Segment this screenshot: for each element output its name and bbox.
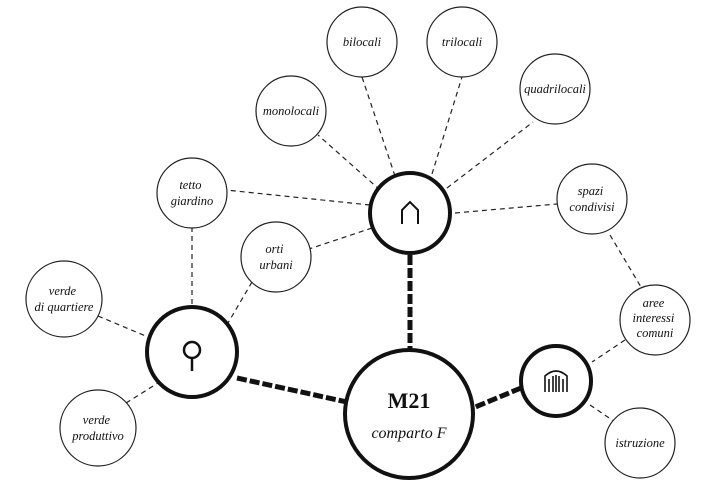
hub-nodes [145, 171, 593, 480]
main-connectors [236, 255, 522, 411]
connector-housing-quadrilocali [446, 121, 534, 189]
connector-verdeq-green [97, 315, 149, 338]
node-istruzione [604, 407, 676, 479]
node-monolocali [255, 75, 327, 147]
hub-green [145, 305, 239, 399]
node-spazi [556, 163, 628, 235]
label-aree-interessi-comuni: aree interessi comuni [632, 296, 677, 340]
node-tetto [156, 157, 228, 229]
connector-housing-orti [305, 227, 373, 251]
link-services-center [472, 385, 522, 411]
center-node [343, 348, 475, 480]
label-istruzione: istruzione [615, 436, 665, 450]
tree-icon [182, 340, 202, 371]
label-verde-produttivo: verde produttivo [71, 413, 124, 443]
link-green-center [236, 375, 348, 405]
connector-housing-trilocali [431, 76, 463, 175]
node-orti [240, 221, 312, 293]
center-subtitle: comparto F [371, 425, 446, 442]
label-monolocali: monolocali [263, 104, 320, 118]
connector-housing-bilocali [361, 76, 396, 177]
connector-spazi-aree [609, 234, 642, 288]
node-bilocali [326, 6, 398, 78]
label-spazi-condivisi: spazi condivisi [569, 184, 615, 214]
building-columns-icon [544, 370, 568, 392]
connector-orti-green [227, 281, 253, 324]
node-trilocali [426, 6, 498, 78]
hub-housing [368, 171, 452, 255]
center-title: M21 [388, 388, 431, 413]
label-trilocali: trilocali [442, 35, 483, 49]
node-verde-quartiere [25, 260, 103, 338]
label-verde-di-quartiere: verde di quartiere [35, 284, 94, 314]
connector-aree-services [591, 339, 626, 363]
connector-housing-spazi [454, 203, 558, 214]
connector-housing-monolocali [317, 134, 381, 191]
label-quadrilocali: quadrilocali [524, 82, 586, 96]
label-bilocali: bilocali [343, 35, 382, 49]
node-verde-produttivo [59, 389, 137, 467]
house-outline-icon [401, 200, 419, 224]
leaf-nodes [25, 6, 691, 479]
node-aree [619, 284, 691, 356]
thin-connectors [97, 76, 642, 425]
connector-verdep-green [125, 382, 159, 404]
node-quadrilocali [519, 53, 591, 125]
connector-housing-tetto [225, 189, 371, 206]
label-tetto-giardino: tetto giardino [171, 178, 214, 208]
label-orti-urbani: orti urbani [259, 242, 293, 272]
